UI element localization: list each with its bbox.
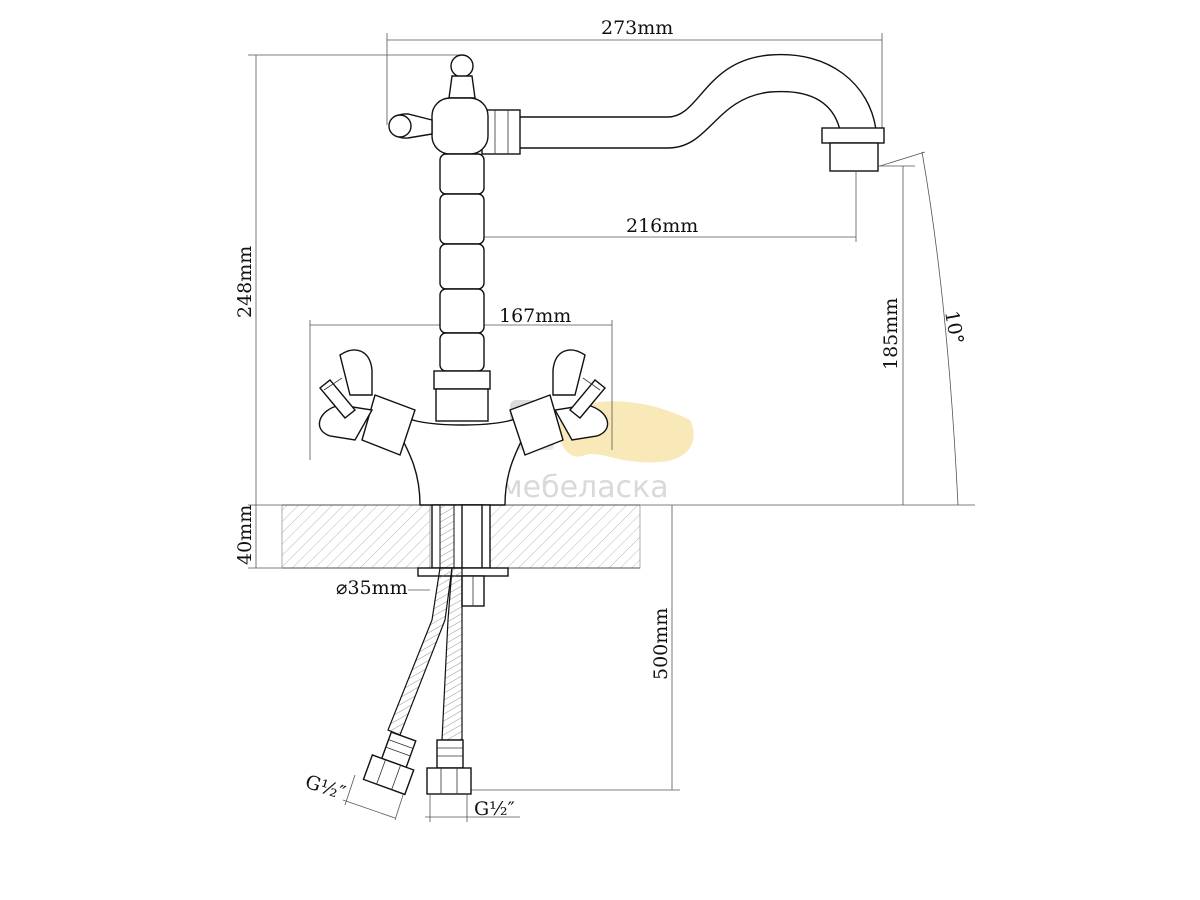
dim-total-height: 248mm	[234, 246, 256, 318]
dimension-labels: 273mm 216mm 167mm 248mm 185mm 10° 40mm ⌀…	[234, 17, 968, 820]
countertop	[281, 504, 641, 569]
mounting-assembly	[417, 504, 509, 607]
dim-spout-height: 185mm	[880, 298, 902, 370]
dim-connector-right: G½″	[474, 798, 515, 820]
dim-spout-reach: 216mm	[626, 215, 698, 237]
dim-spout-angle: 10°	[940, 309, 968, 346]
right-handle	[509, 349, 609, 456]
dim-mounting-hole: ⌀35mm	[336, 577, 408, 599]
dim-handle-span: 167mm	[499, 305, 571, 327]
dim-total-length: 273mm	[601, 17, 673, 39]
dim-countertop-thickness: 40mm	[234, 505, 256, 565]
left-handle	[318, 349, 416, 456]
faucet-body	[386, 53, 885, 506]
dim-hose-length: 500mm	[650, 608, 672, 680]
watermark-text: мебеласка	[500, 470, 669, 505]
hoses	[362, 567, 472, 796]
dim-connector-left: G½″	[302, 771, 348, 805]
